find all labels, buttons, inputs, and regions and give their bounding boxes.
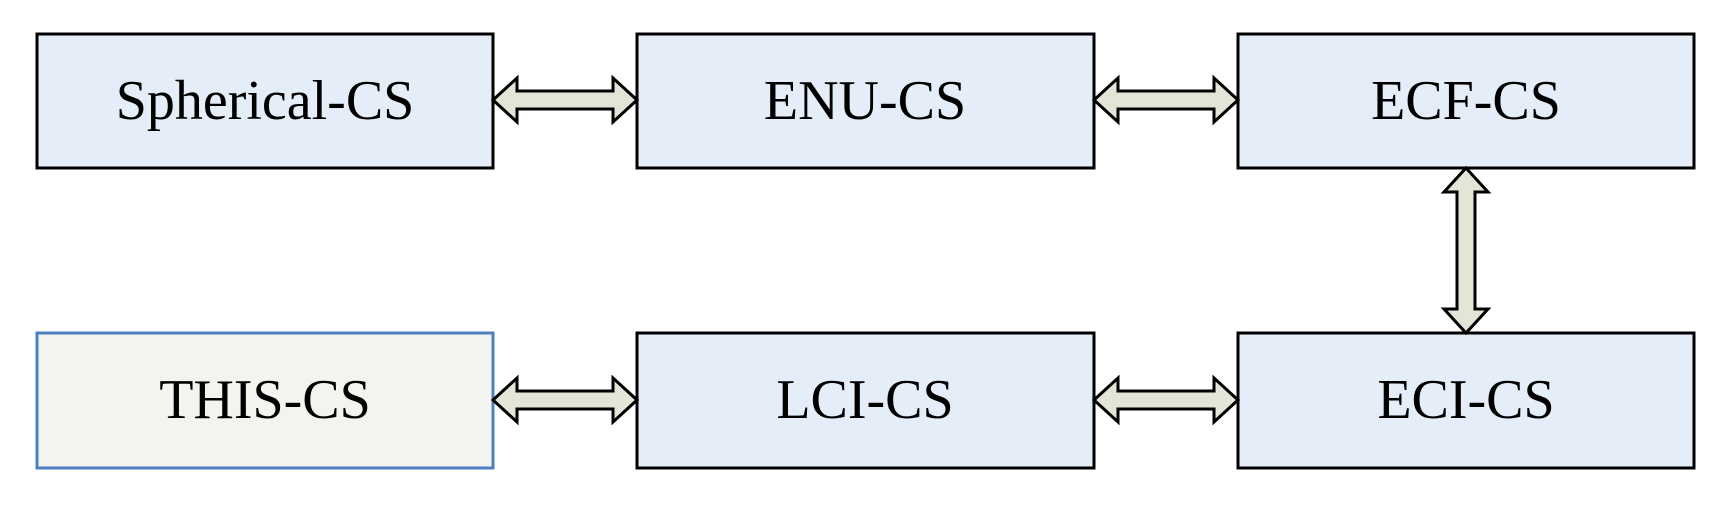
- node-enu-cs-box: [635, 32, 1096, 170]
- node-spherical-cs-box: [35, 32, 495, 170]
- node-ecf-cs-label: ECF-CS: [1371, 70, 1561, 132]
- node-spherical-cs: Spherical-CS: [35, 32, 495, 170]
- node-enu-cs-label: ENU-CS: [764, 70, 966, 132]
- node-eci-cs-box: [1236, 331, 1696, 470]
- arrow-this-lci: [490, 374, 640, 426]
- node-eci-cs: ECI-CS: [1236, 331, 1696, 470]
- node-this-cs-box: [35, 331, 495, 470]
- arrow-ecf-eci: [1440, 165, 1492, 336]
- node-this-cs-label: THIS-CS: [159, 369, 371, 431]
- node-this-cs: THIS-CS: [35, 331, 495, 470]
- arrow-lci-eci: [1091, 374, 1241, 426]
- arrow-spherical-enu: [490, 74, 640, 126]
- node-ecf-cs: ECF-CS: [1236, 32, 1696, 170]
- node-lci-cs: LCI-CS: [635, 331, 1096, 470]
- node-ecf-cs-box: [1236, 32, 1696, 170]
- node-lci-cs-box: [635, 331, 1096, 470]
- node-eci-cs-label: ECI-CS: [1377, 369, 1554, 431]
- arrow-enu-ecf: [1091, 74, 1241, 126]
- node-enu-cs: ENU-CS: [635, 32, 1096, 170]
- node-spherical-cs-label: Spherical-CS: [116, 70, 415, 132]
- node-lci-cs-label: LCI-CS: [776, 369, 953, 431]
